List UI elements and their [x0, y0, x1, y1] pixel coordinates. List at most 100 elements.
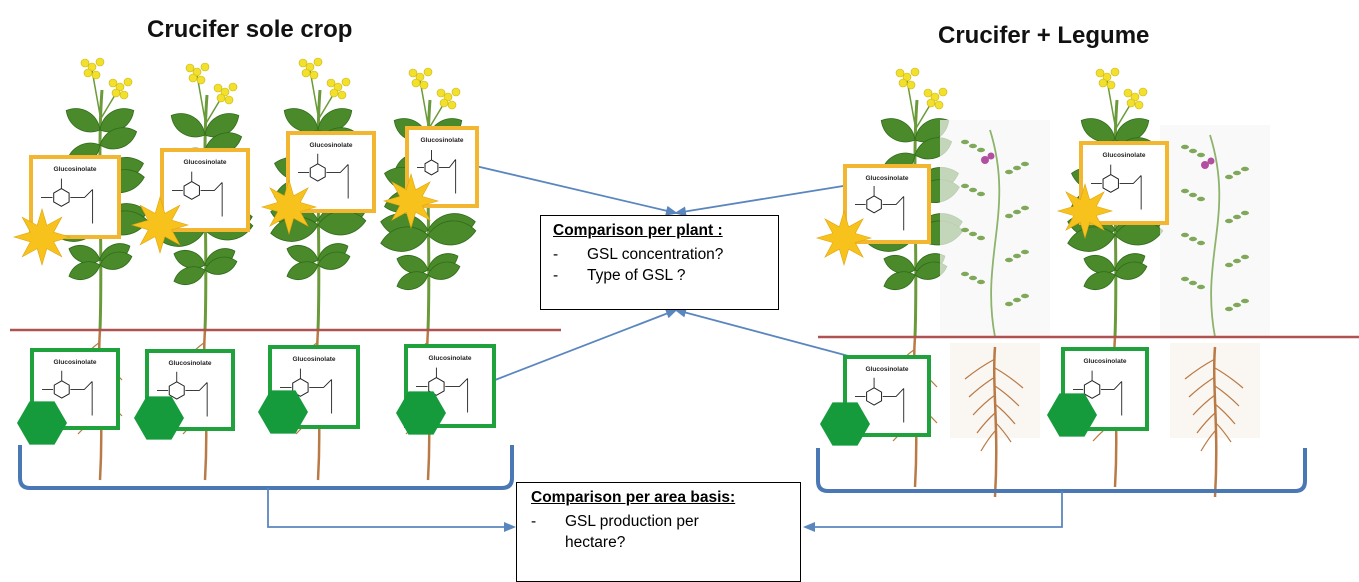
flower [95, 57, 105, 67]
flower [1095, 68, 1105, 78]
leaflet [969, 187, 977, 193]
leaflet [1181, 276, 1189, 282]
shoot-marker-star [1056, 182, 1114, 240]
leaf [1114, 261, 1148, 280]
arrow-intercrop-area-to-area-box [803, 491, 1063, 532]
root [964, 358, 996, 380]
leaf [170, 113, 206, 138]
arrow-sole-root-to-plant-box [494, 308, 678, 381]
leaflet [1225, 174, 1233, 180]
flower [423, 67, 433, 77]
flower [1098, 78, 1108, 88]
list-item: - GSL production per hectare? [531, 511, 790, 553]
root [976, 412, 996, 434]
leaflet [1021, 161, 1029, 167]
root [994, 403, 1016, 425]
flower [228, 82, 238, 92]
root-marker-hexagon [17, 401, 67, 445]
flower [1138, 87, 1148, 97]
flower [443, 92, 453, 102]
arrow-sole-area-to-area-box [267, 488, 516, 532]
sugar-ring [168, 381, 185, 400]
flower [185, 63, 195, 73]
flower [200, 62, 210, 72]
sugar-ring [1083, 380, 1101, 399]
gsl-production-item: GSL production per hectare? [565, 513, 699, 551]
root-marker-hexagon [258, 390, 308, 434]
flower [337, 90, 347, 100]
glucosinolate-label: Glucosinolate [310, 142, 353, 149]
glucosinolate-label: Glucosinolate [1103, 152, 1146, 159]
leaflet [1233, 170, 1241, 176]
leaf [1083, 271, 1116, 290]
leaflet [1225, 306, 1233, 312]
shoot-glucosinolate-frame: Glucosinolate [843, 164, 931, 244]
leaflet [1189, 236, 1197, 242]
sugar-ring [866, 387, 883, 406]
leaflet [961, 183, 969, 189]
root [1200, 430, 1216, 452]
flower [1102, 72, 1112, 82]
root-marker-hexagon [1047, 393, 1097, 437]
flower [111, 88, 121, 98]
bracket-intercrop [816, 448, 1307, 493]
leaflet [977, 235, 985, 241]
leaflet [977, 147, 985, 153]
leaflet [1013, 165, 1021, 171]
flower [326, 78, 336, 88]
leaflet [1181, 232, 1189, 238]
leaflet [1233, 302, 1241, 308]
leaflet [1197, 240, 1205, 246]
leaflet [1013, 253, 1021, 259]
flower [119, 90, 129, 100]
molecule-bonds [417, 150, 457, 194]
molecule-bonds [41, 178, 94, 224]
flower [895, 68, 905, 78]
flower [1126, 98, 1136, 108]
shoot-glucosinolate-frame: Glucosinolate [29, 155, 121, 239]
leaflet [1197, 152, 1205, 158]
stem [1209, 134, 1221, 338]
flower [902, 72, 912, 82]
flower [926, 98, 936, 108]
flower [329, 88, 339, 98]
leaflet [1005, 169, 1013, 175]
flower [91, 70, 101, 80]
flower [341, 77, 351, 87]
diagram-canvas: GlucosinolateGlucosinolateGlucosinolateG… [10, 57, 1359, 532]
root [1192, 394, 1216, 416]
leaf [286, 261, 319, 280]
molecule-bonds [855, 186, 905, 231]
flower [305, 62, 315, 72]
root-marker-hexagon [396, 391, 446, 435]
flower [1106, 80, 1116, 90]
root [994, 385, 1020, 407]
flower [301, 68, 311, 78]
flower [192, 67, 202, 77]
flower [451, 87, 461, 97]
molecule-bonds [42, 370, 93, 416]
leaflet [969, 231, 977, 237]
shoot-marker-star [382, 172, 440, 230]
root-glucosinolate-frame: Glucosinolate [268, 345, 360, 429]
comparison-per-area-title: Comparison per area basis: [531, 489, 736, 506]
flower [1110, 67, 1120, 77]
leaf [173, 266, 206, 285]
leaflet [1241, 210, 1249, 216]
flower [436, 88, 446, 98]
sugar-ring [428, 377, 445, 396]
leaflet [1189, 192, 1197, 198]
root [1214, 385, 1240, 407]
legume-plant [940, 120, 1050, 498]
root-glucosinolate-frame-border [404, 344, 496, 428]
root-glucosinolate-frame-border [268, 345, 360, 429]
leaflet [961, 139, 969, 145]
leaf [427, 261, 461, 280]
molecule-bonds [298, 153, 349, 199]
root [968, 376, 996, 398]
legume-flower [1207, 157, 1215, 165]
shoot-glucosinolate-frame-border [160, 148, 250, 232]
flower [309, 70, 319, 80]
leaf [427, 220, 477, 246]
